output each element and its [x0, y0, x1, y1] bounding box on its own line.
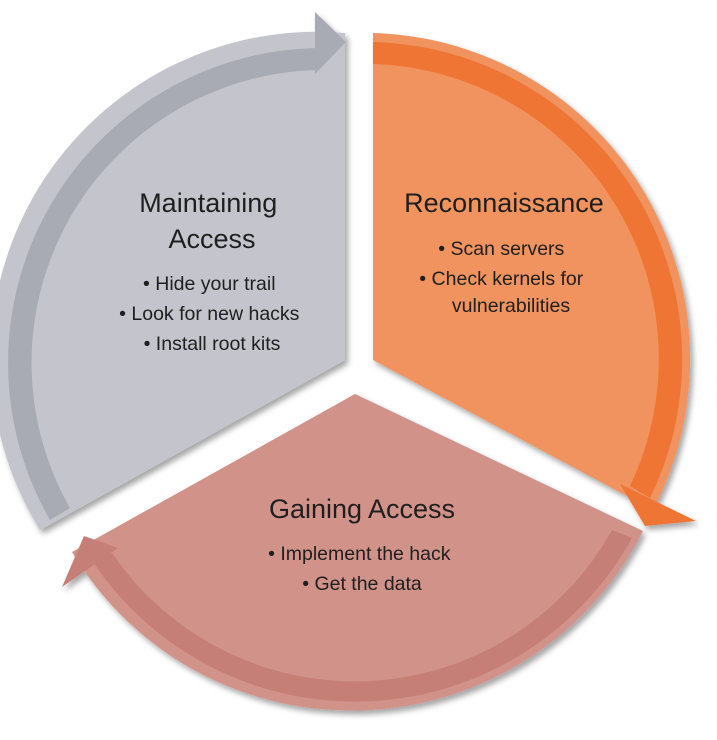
gaining-access-bullet: • Get the data: [302, 573, 422, 595]
segment-gaining-access-wedge: [72, 394, 643, 711]
segment-reconnaissance-arrow-icon: [620, 484, 696, 526]
reconnaissance-bullet: • Scan servers: [438, 238, 564, 260]
segment-gaining-access-band: [93, 530, 632, 702]
maintaining-access-title-line: Maintaining: [139, 188, 277, 218]
maintaining-access-bullet: • Install root kits: [144, 333, 281, 355]
segment-gaining-access-arrow-icon: [62, 536, 118, 587]
reconnaissance-bullet: vulnerabilities: [452, 295, 570, 317]
segment-gaining-access: [62, 394, 643, 711]
gaining-access-bullet: • Implement the hack: [268, 543, 451, 565]
segment-reconnaissance-band: [373, 42, 683, 498]
maintaining-access-bullet: • Look for new hacks: [119, 303, 300, 325]
segment-maintaining-access: [0, 12, 346, 530]
gaining-access-bullets: • Implement the hack • Get the data: [268, 543, 456, 595]
reconnaissance-title-line: Reconnaissance: [404, 188, 604, 218]
gaining-access-title-line: Gaining Access: [269, 494, 455, 524]
maintaining-access-bullets: • Hide your trail • Look for new hacks •…: [119, 273, 305, 355]
segment-maintaining-access-band: [8, 48, 318, 520]
segment-maintaining-access-arrow-icon: [315, 12, 346, 74]
maintaining-access-title-line: Access: [168, 224, 255, 254]
reconnaissance-bullet: • Check kernels for: [419, 268, 583, 290]
maintaining-access-title: Maintaining Access: [139, 188, 285, 254]
maintaining-access-bullet: • Hide your trail: [143, 273, 276, 295]
segment-reconnaissance-wedge: [373, 33, 691, 510]
reconnaissance-title: Reconnaissance: [404, 188, 604, 218]
reconnaissance-bullets: • Scan servers • Check kernels for vulne…: [419, 238, 588, 317]
segment-reconnaissance: [373, 33, 696, 526]
gaining-access-title: Gaining Access: [269, 494, 455, 524]
